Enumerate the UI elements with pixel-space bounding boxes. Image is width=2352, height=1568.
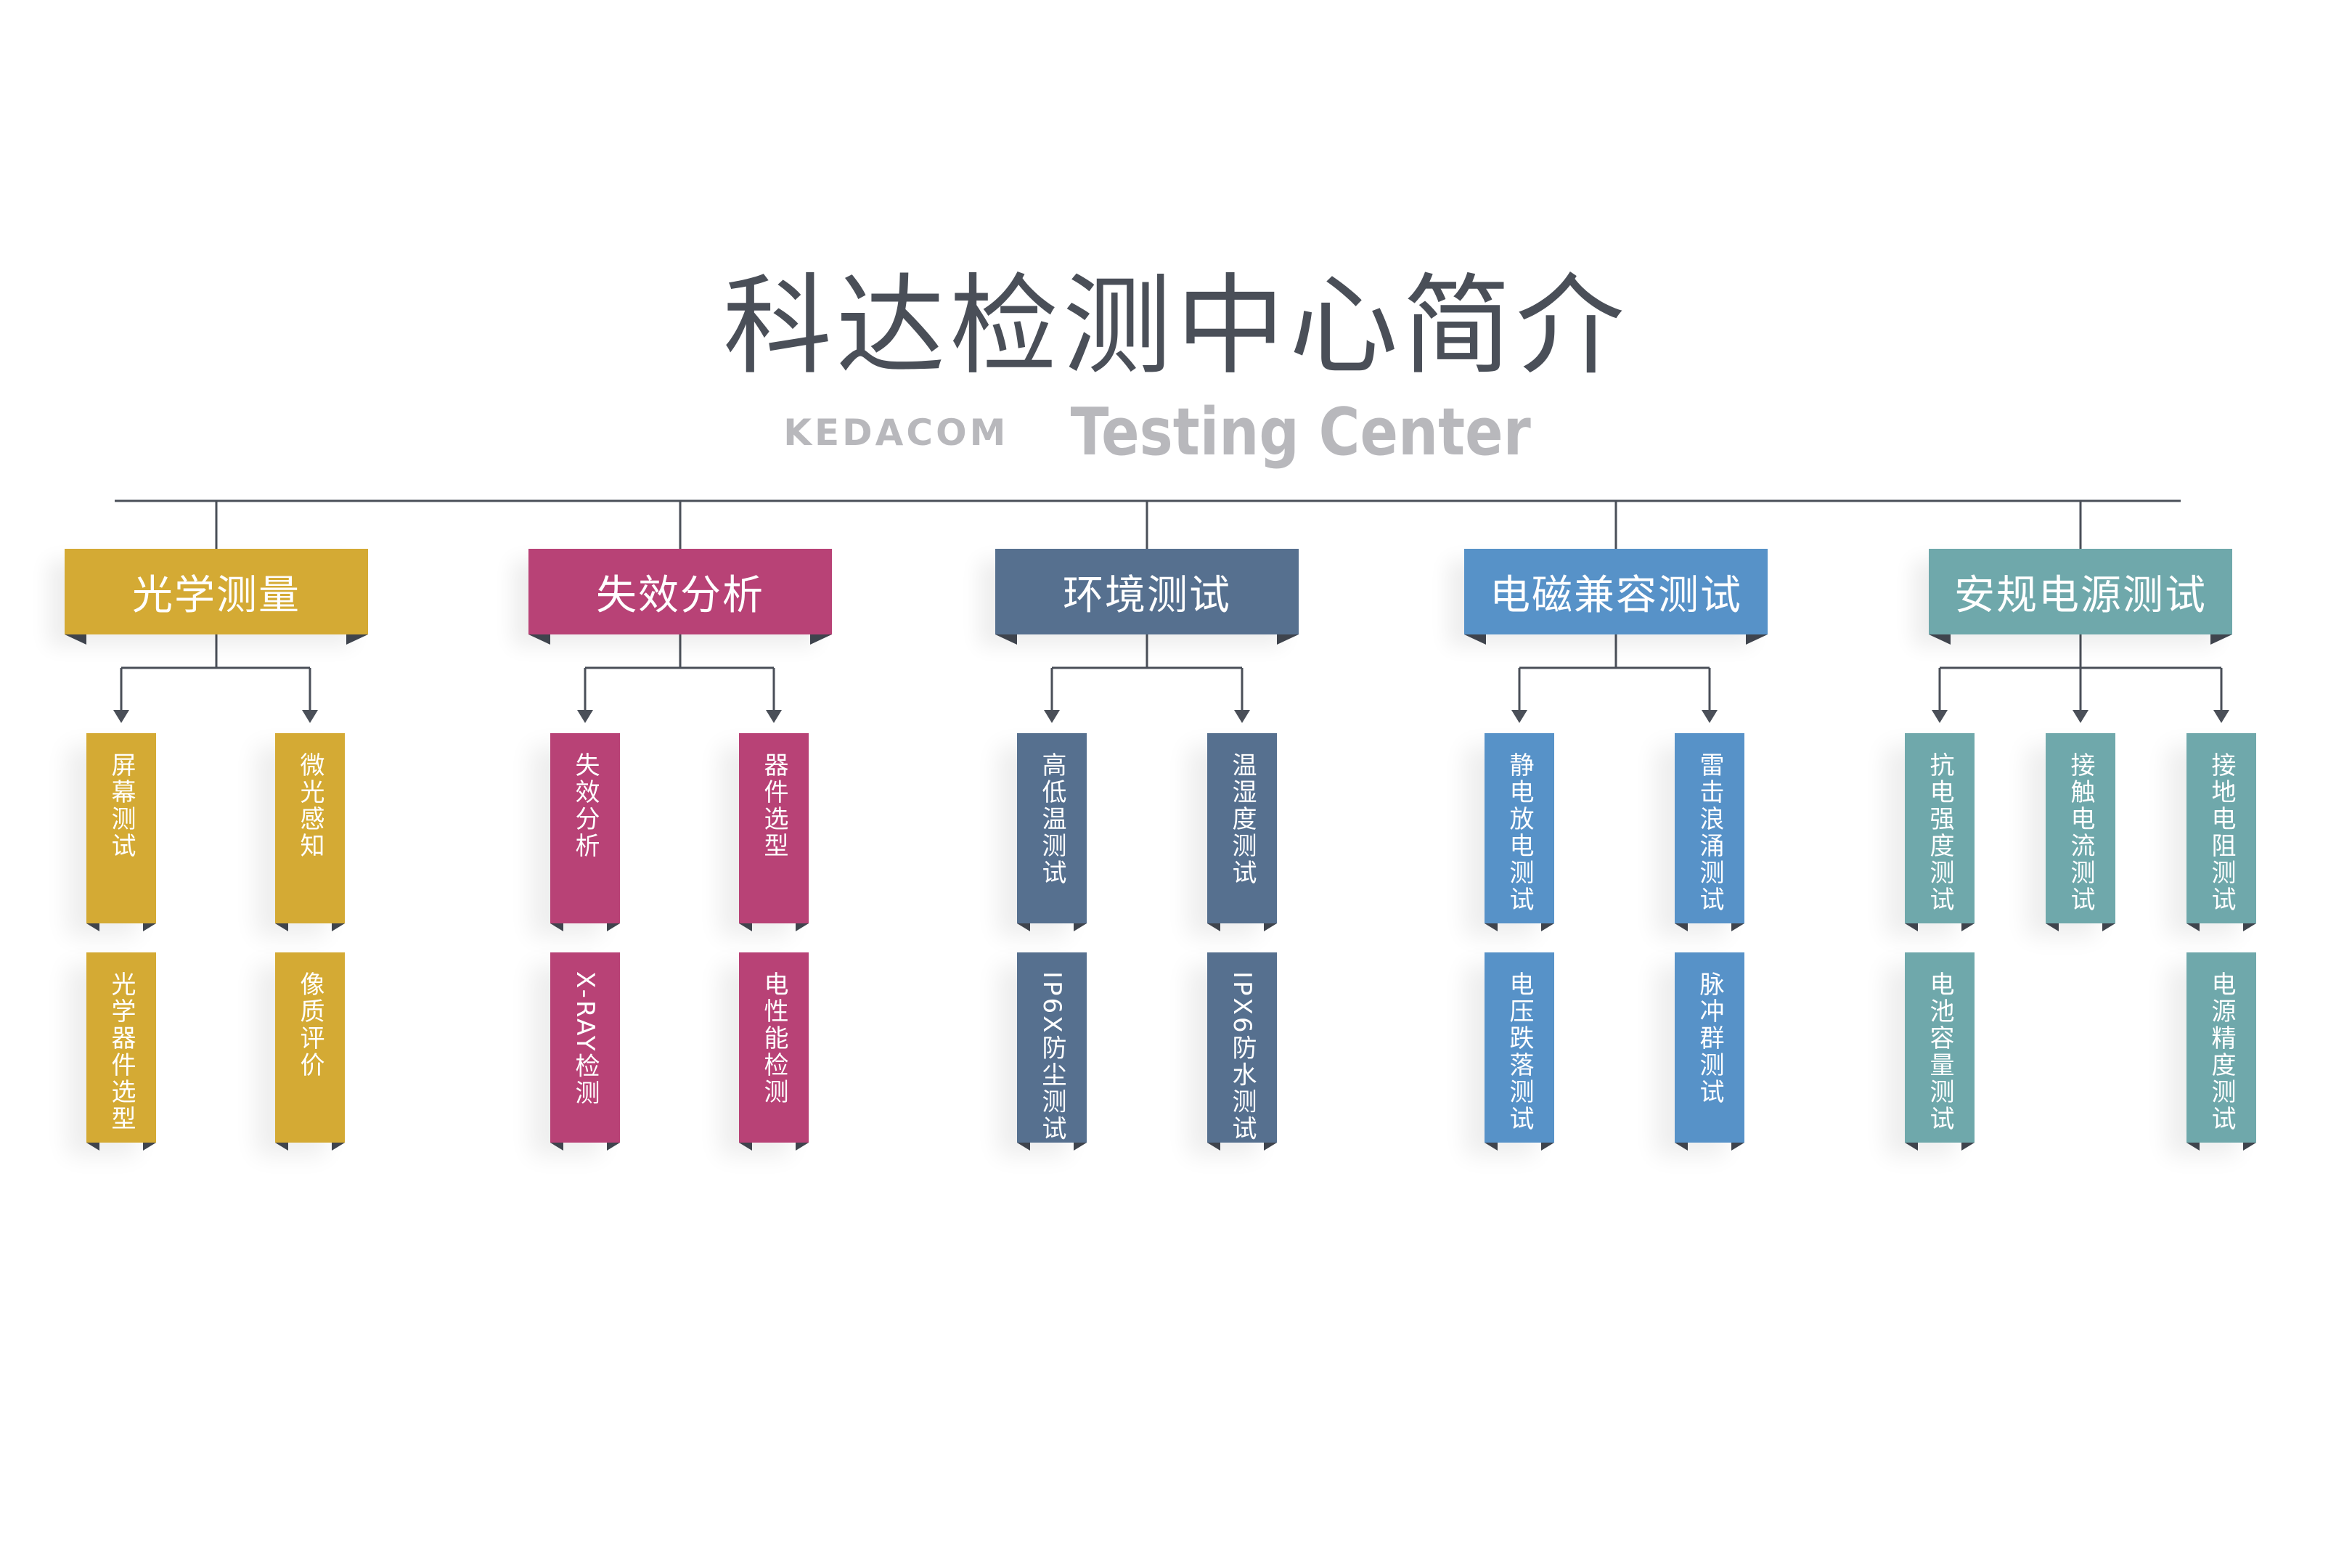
test-label: 电池容量测试 bbox=[1925, 971, 1954, 1132]
test-label: 雷击浪涌测试 bbox=[1695, 752, 1724, 913]
test-card: 电性能检测 bbox=[739, 952, 809, 1151]
category-label: 环境测试 bbox=[1063, 571, 1231, 619]
test-card: 器件选型 bbox=[739, 733, 809, 931]
test-label: 接地电阻测试 bbox=[2207, 752, 2236, 913]
category-header-failure: 失效分析 bbox=[528, 549, 832, 645]
test-label: 接触电流测试 bbox=[2066, 752, 2095, 913]
test-card: 失效分析 bbox=[550, 733, 620, 931]
test-card: 雷击浪涌测试 bbox=[1675, 733, 1744, 931]
test-card: 高低温测试 bbox=[1017, 733, 1087, 931]
category-header-environment: 环境测试 bbox=[995, 549, 1299, 645]
test-label: 温湿度测试 bbox=[1228, 752, 1257, 886]
test-card: 像质评价 bbox=[275, 952, 345, 1151]
test-label: 像质评价 bbox=[295, 971, 324, 1079]
test-label: 静电放电测试 bbox=[1505, 752, 1534, 913]
page-title: 科达检测中心简介 bbox=[722, 264, 1629, 390]
subtitle-brand: KEDACOM bbox=[783, 411, 1009, 454]
test-label: IP6X防尘测试 bbox=[1037, 971, 1066, 1143]
test-card: 抗电强度测试 bbox=[1905, 733, 1975, 931]
test-card: 接地电阻测试 bbox=[2186, 733, 2256, 931]
test-card: 脉冲群测试 bbox=[1675, 952, 1744, 1151]
test-label: X-RAY检测 bbox=[571, 971, 600, 1107]
test-card: 光学器件选型 bbox=[86, 952, 156, 1151]
test-card: 屏幕测试 bbox=[86, 733, 156, 931]
test-label: 电压跌落测试 bbox=[1505, 971, 1534, 1132]
test-card: IPX6防水测试 bbox=[1207, 952, 1277, 1151]
test-label: 微光感知 bbox=[295, 752, 324, 859]
subtitle-name: Testing Center bbox=[1070, 393, 1532, 470]
category-label: 电磁兼容测试 bbox=[1490, 571, 1742, 619]
test-label: 器件选型 bbox=[759, 752, 788, 859]
test-label: 屏幕测试 bbox=[107, 752, 136, 859]
test-label: 电源精度测试 bbox=[2207, 971, 2236, 1132]
category-header-emc: 电磁兼容测试 bbox=[1464, 549, 1768, 645]
category-header-safety: 安规电源测试 bbox=[1929, 549, 2232, 645]
test-card: IP6X防尘测试 bbox=[1017, 952, 1087, 1151]
test-card: 微光感知 bbox=[275, 733, 345, 931]
category-label: 失效分析 bbox=[596, 571, 764, 619]
category-label: 光学测量 bbox=[132, 571, 301, 619]
test-card: 温湿度测试 bbox=[1207, 733, 1277, 931]
test-label: 电性能检测 bbox=[759, 971, 788, 1106]
test-card: 电压跌落测试 bbox=[1485, 952, 1554, 1151]
test-card: X-RAY检测 bbox=[550, 952, 620, 1151]
test-label: 高低温测试 bbox=[1037, 752, 1066, 886]
category-label: 安规电源测试 bbox=[1954, 571, 2207, 619]
category-header-optical: 光学测量 bbox=[65, 549, 368, 645]
test-label: IPX6防水测试 bbox=[1228, 971, 1257, 1143]
test-card: 电池容量测试 bbox=[1905, 952, 1975, 1151]
test-label: 脉冲群测试 bbox=[1695, 971, 1724, 1106]
test-label: 光学器件选型 bbox=[107, 971, 136, 1132]
test-label: 抗电强度测试 bbox=[1925, 752, 1954, 913]
test-card: 接触电流测试 bbox=[2046, 733, 2115, 931]
subtitle: KEDACOM Testing Center bbox=[0, 392, 2352, 473]
test-label: 失效分析 bbox=[571, 752, 600, 859]
test-card: 静电放电测试 bbox=[1485, 733, 1554, 931]
test-card: 电源精度测试 bbox=[2186, 952, 2256, 1151]
